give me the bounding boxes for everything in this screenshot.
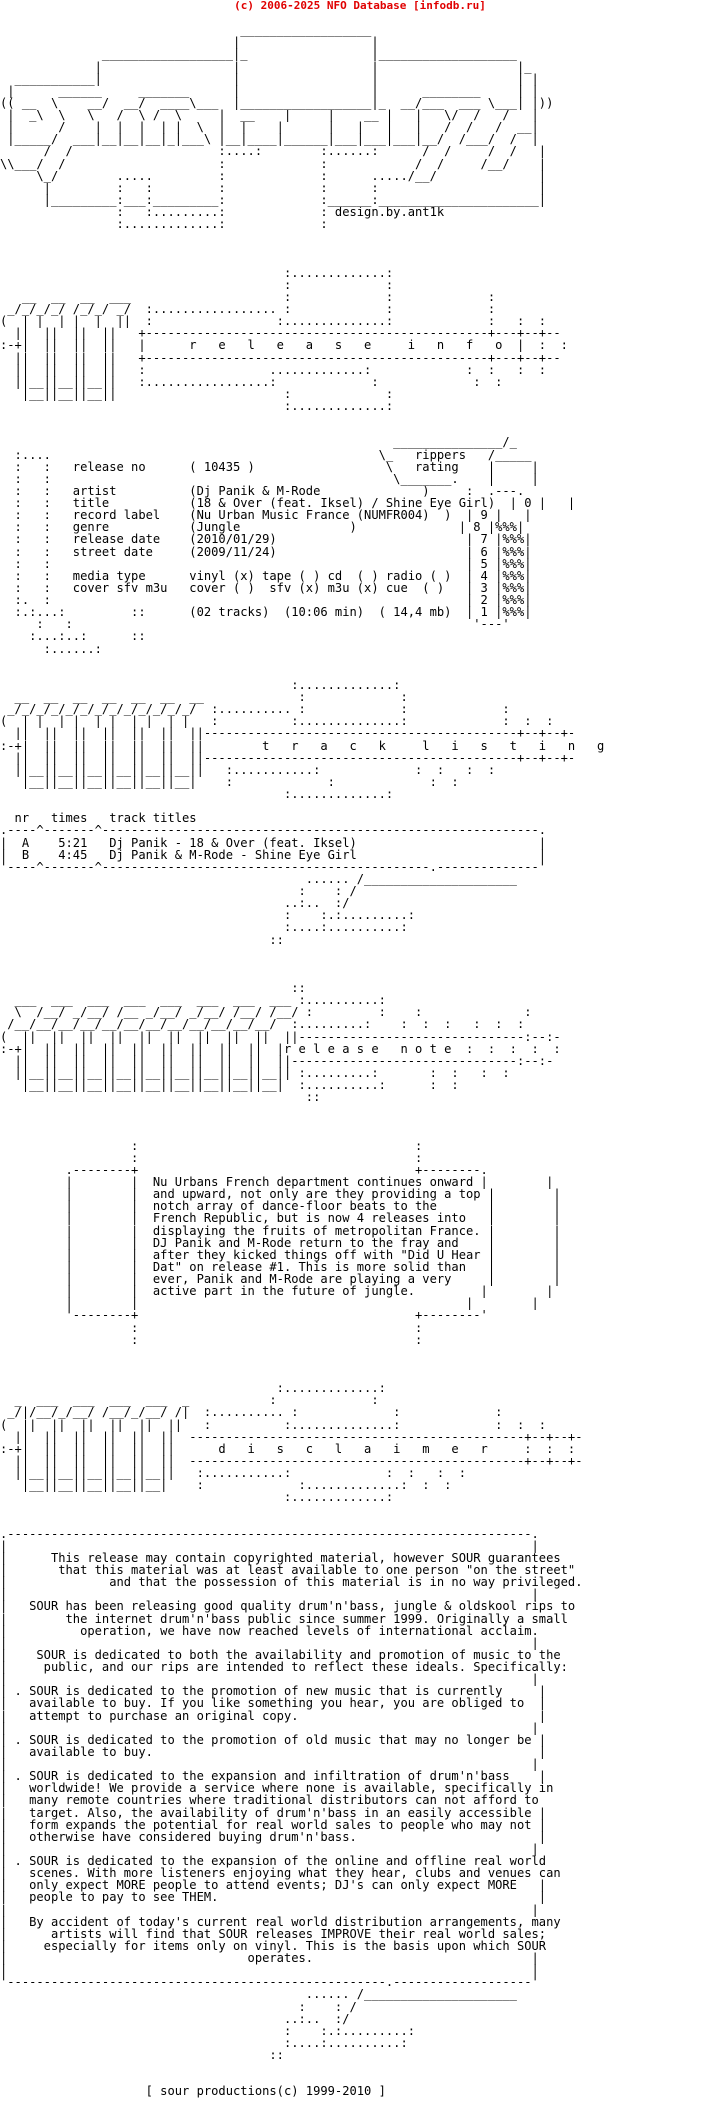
infodb-header-link[interactable]: (c) 2006-2025 NFO Database [infodb.ru] <box>234 0 486 12</box>
nfo-ascii-document: __________________ | | _________________… <box>0 23 605 2098</box>
